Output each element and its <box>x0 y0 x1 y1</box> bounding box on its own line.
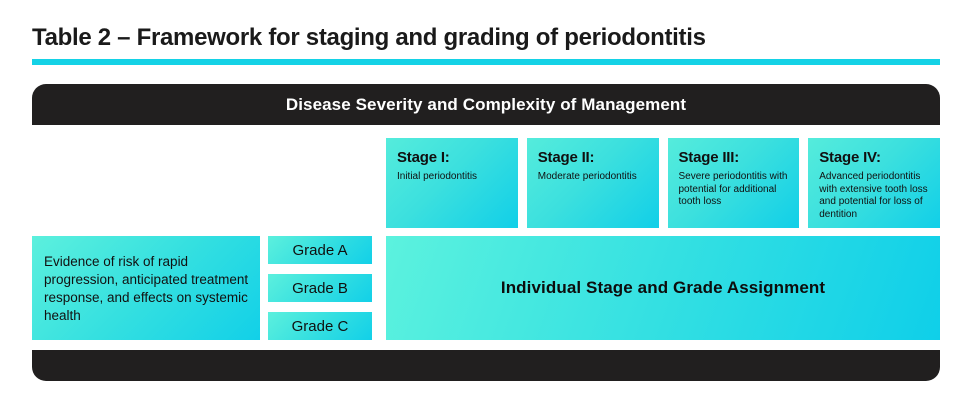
grade-chip-c[interactable]: Grade C <box>268 312 372 340</box>
footer-bar <box>32 350 940 381</box>
stage-card-3-title: Stage III: <box>678 149 740 166</box>
title-underline-rule <box>32 59 940 65</box>
stage-card-3[interactable]: Stage III: Severe periodontitis with pot… <box>667 138 800 228</box>
evidence-box: Evidence of risk of rapid progression, a… <box>32 236 260 340</box>
grade-chip-b-label: Grade B <box>292 279 348 297</box>
grade-chip-a[interactable]: Grade A <box>268 236 372 264</box>
individual-assignment-panel: Individual Stage and Grade Assignment <box>386 236 940 340</box>
grade-chip-a-label: Grade A <box>292 241 348 259</box>
stage-card-4[interactable]: Stage IV: Advanced periodontitis with ex… <box>808 138 940 228</box>
grade-chip-b[interactable]: Grade B <box>268 274 372 302</box>
individual-assignment-label: Individual Stage and Grade Assignment <box>500 278 826 297</box>
stage-card-3-description: Severe periodontitis with potential for … <box>678 171 788 207</box>
grades-column: Grade A Grade B Grade C <box>268 236 372 340</box>
stage-card-1-description: Initial periodontitis <box>397 171 478 182</box>
evidence-text: Evidence of risk of rapid progression, a… <box>44 253 249 323</box>
stage-card-2-description: Moderate periodontitis <box>537 171 637 182</box>
disease-severity-header-bar: Disease Severity and Complexity of Manag… <box>32 84 940 125</box>
stage-card-1[interactable]: Stage I: Initial periodontitis <box>386 138 518 228</box>
stage-card-2-title: Stage II: <box>537 149 595 166</box>
stage-card-4-description: Advanced periodontitis with extensive to… <box>819 171 928 220</box>
stage-card-4-title: Stage IV: <box>819 149 881 166</box>
page-title: Table 2 – Framework for staging and grad… <box>32 24 706 51</box>
header-bar-label: Disease Severity and Complexity of Manag… <box>285 94 687 114</box>
stage-row: Stage I: Initial periodontitis Stage II:… <box>386 138 940 228</box>
stage-card-1-title: Stage I: <box>397 149 450 166</box>
grade-chip-c-label: Grade C <box>291 317 349 335</box>
stage-card-2[interactable]: Stage II: Moderate periodontitis <box>526 138 659 228</box>
